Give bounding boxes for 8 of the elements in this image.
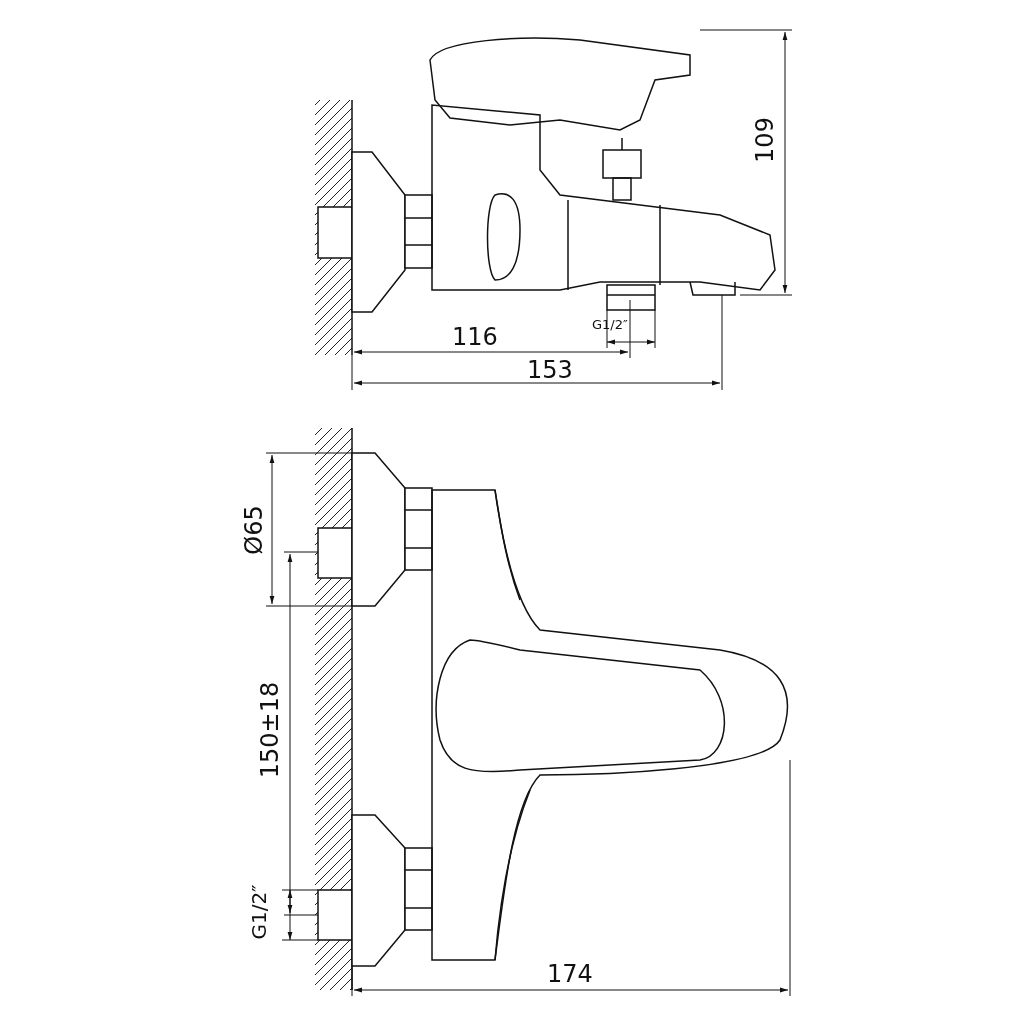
dimension-label: G1/2″ — [248, 884, 269, 940]
dimension-label: 153 — [527, 358, 573, 382]
dimension-label: 109 — [752, 117, 777, 163]
dimension-label: 174 — [547, 962, 593, 986]
dimension-label: Ø65 — [241, 505, 266, 555]
dimension-label: 150±18 — [258, 681, 283, 779]
dimension-label: G1/2″ — [592, 318, 628, 331]
dimension-label: 116 — [452, 325, 498, 349]
